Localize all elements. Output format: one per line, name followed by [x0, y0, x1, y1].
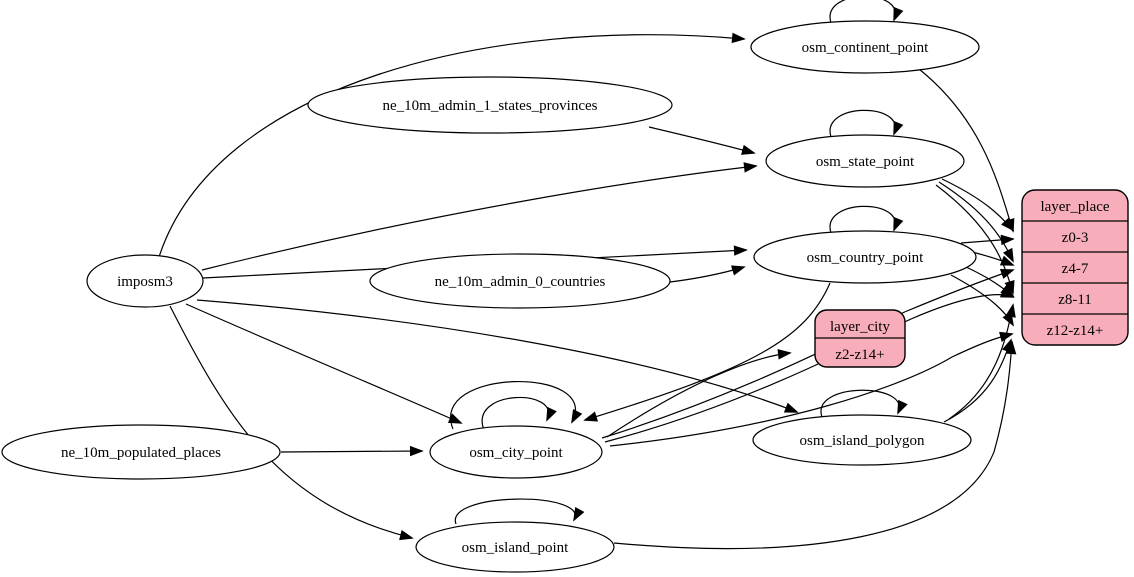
edge-osm_island_point-z12 — [613, 342, 1012, 550]
node-osm_island_polygon-shape — [752, 414, 972, 466]
edge-imposm3-osm_continent_point — [158, 35, 744, 258]
node-osm_island_point: osm_island_point — [415, 521, 615, 573]
node-osm_city_point: osm_city_point — [429, 425, 603, 479]
node-osm_state_point-label: osm_state_point — [816, 154, 915, 170]
node-osm_state_point-shape — [765, 134, 965, 188]
edge-group — [158, 0, 1013, 550]
self-loop-osm_country_point — [829, 205, 895, 234]
layer_place-title: layer_place — [1040, 199, 1109, 215]
node-osm_country_point-label: osm_country_point — [807, 250, 924, 266]
node-ne_10m_admin_1_states_provinces: ne_10m_admin_1_states_provinces — [307, 76, 673, 134]
edge-imposm3-osm_city_point — [185, 303, 461, 423]
self-loop-osm_state_point — [829, 109, 895, 138]
node-osm_country_point: osm_country_point — [753, 230, 977, 284]
node-osm_island_point-label: osm_island_point — [462, 540, 570, 556]
node-osm_island_polygon: osm_island_polygon — [752, 414, 972, 466]
edge-imposm3-osm_island_polygon — [196, 299, 797, 412]
self-loop-osm_city_point-inner — [481, 396, 548, 431]
edge-osm_country_point-osm_city_point — [585, 282, 831, 420]
node-osm_continent_point-shape — [750, 20, 980, 74]
self-loop-osm_city_point-outer — [450, 381, 576, 430]
self-loop-osm_continent_point — [829, 0, 895, 24]
node-layer_city: layer_city z2-z14+ — [814, 309, 906, 368]
node-osm_island_point-shape — [415, 521, 615, 573]
edge-osm_island_polygon-z8-11 — [948, 305, 1013, 420]
layer_place-row-z4-7: z4-7 — [1062, 261, 1089, 277]
self-loop-osm_island_point — [455, 498, 575, 525]
node-osm_city_point-shape — [429, 425, 603, 479]
edge-osm_state_point-z0-3 — [941, 178, 1013, 230]
node-imposm3: imposm3 — [86, 254, 204, 308]
edge-ne_10m_admin_1_states_provinces-osm_state_point — [648, 126, 754, 153]
node-imposm3-label: imposm3 — [117, 274, 173, 290]
node-layer_place-box — [1021, 189, 1129, 346]
edge-osm_state_point-z4-7 — [938, 181, 1013, 261]
node-osm_state_point: osm_state_point — [765, 134, 965, 188]
self-loop-osm_island_polygon — [820, 389, 899, 418]
edge-ne_10m_populated_places-osm_city_point — [280, 451, 422, 452]
edge-osm_country_point-z0-3 — [960, 239, 1013, 243]
layer_city-row-z2-z14: z2-z14+ — [835, 347, 884, 363]
edge-osm_continent_point-z0-3 — [918, 68, 1013, 231]
node-osm_island_polygon-label: osm_island_polygon — [799, 433, 925, 449]
node-ne_10m_admin_0_countries: ne_10m_admin_0_countries — [369, 253, 671, 309]
edge-ne_10m_admin_0_countries-osm_country_point — [669, 267, 744, 283]
edge-osm_city_point-layer_city-z2 — [606, 353, 790, 438]
edge-imposm3-osm_island_point — [169, 305, 412, 538]
edge-imposm3-osm_state_point — [201, 166, 756, 271]
edge-osm_city_point-z4-7 — [601, 270, 1013, 439]
node-ne_10m_populated_places-shape — [1, 424, 281, 480]
node-osm_country_point-shape — [753, 230, 977, 284]
node-ne_10m_admin_0_countries-shape — [369, 253, 671, 309]
table-node-group: imposm3 ne_10m_admin_1_states_provinces … — [1, 20, 980, 573]
node-layer_place: layer_place z0-3 z4-7 z8-11 z12-z14+ — [1021, 189, 1129, 346]
node-ne_10m_admin_0_countries-label: ne_10m_admin_0_countries — [435, 274, 606, 290]
node-ne_10m_populated_places: ne_10m_populated_places — [1, 424, 281, 480]
node-ne_10m_admin_1_states_provinces-label: ne_10m_admin_1_states_provinces — [383, 98, 598, 114]
layer_place-row-z8-11: z8-11 — [1058, 292, 1092, 308]
node-osm_city_point-label: osm_city_point — [469, 445, 563, 461]
layer-node-group: layer_city z2-z14+ layer_place z0-3 z4-7… — [814, 189, 1129, 368]
layer_place-row-z12-z14: z12-z14+ — [1047, 323, 1104, 339]
node-imposm3-shape — [86, 254, 204, 308]
layer_place-row-z0-3: z0-3 — [1062, 230, 1089, 246]
node-ne_10m_populated_places-label: ne_10m_populated_places — [61, 445, 221, 461]
edge-osm_country_point-z12 — [950, 274, 1013, 325]
edge-osm_city_point-z12 — [609, 334, 1012, 447]
edge-osm_country_point-z4-7 — [971, 251, 1013, 265]
node-osm_continent_point: osm_continent_point — [750, 20, 980, 74]
node-ne_10m_admin_1_states_provinces-shape — [307, 76, 673, 134]
layer_city-title: layer_city — [830, 319, 890, 335]
node-osm_continent_point-label: osm_continent_point — [802, 40, 929, 56]
